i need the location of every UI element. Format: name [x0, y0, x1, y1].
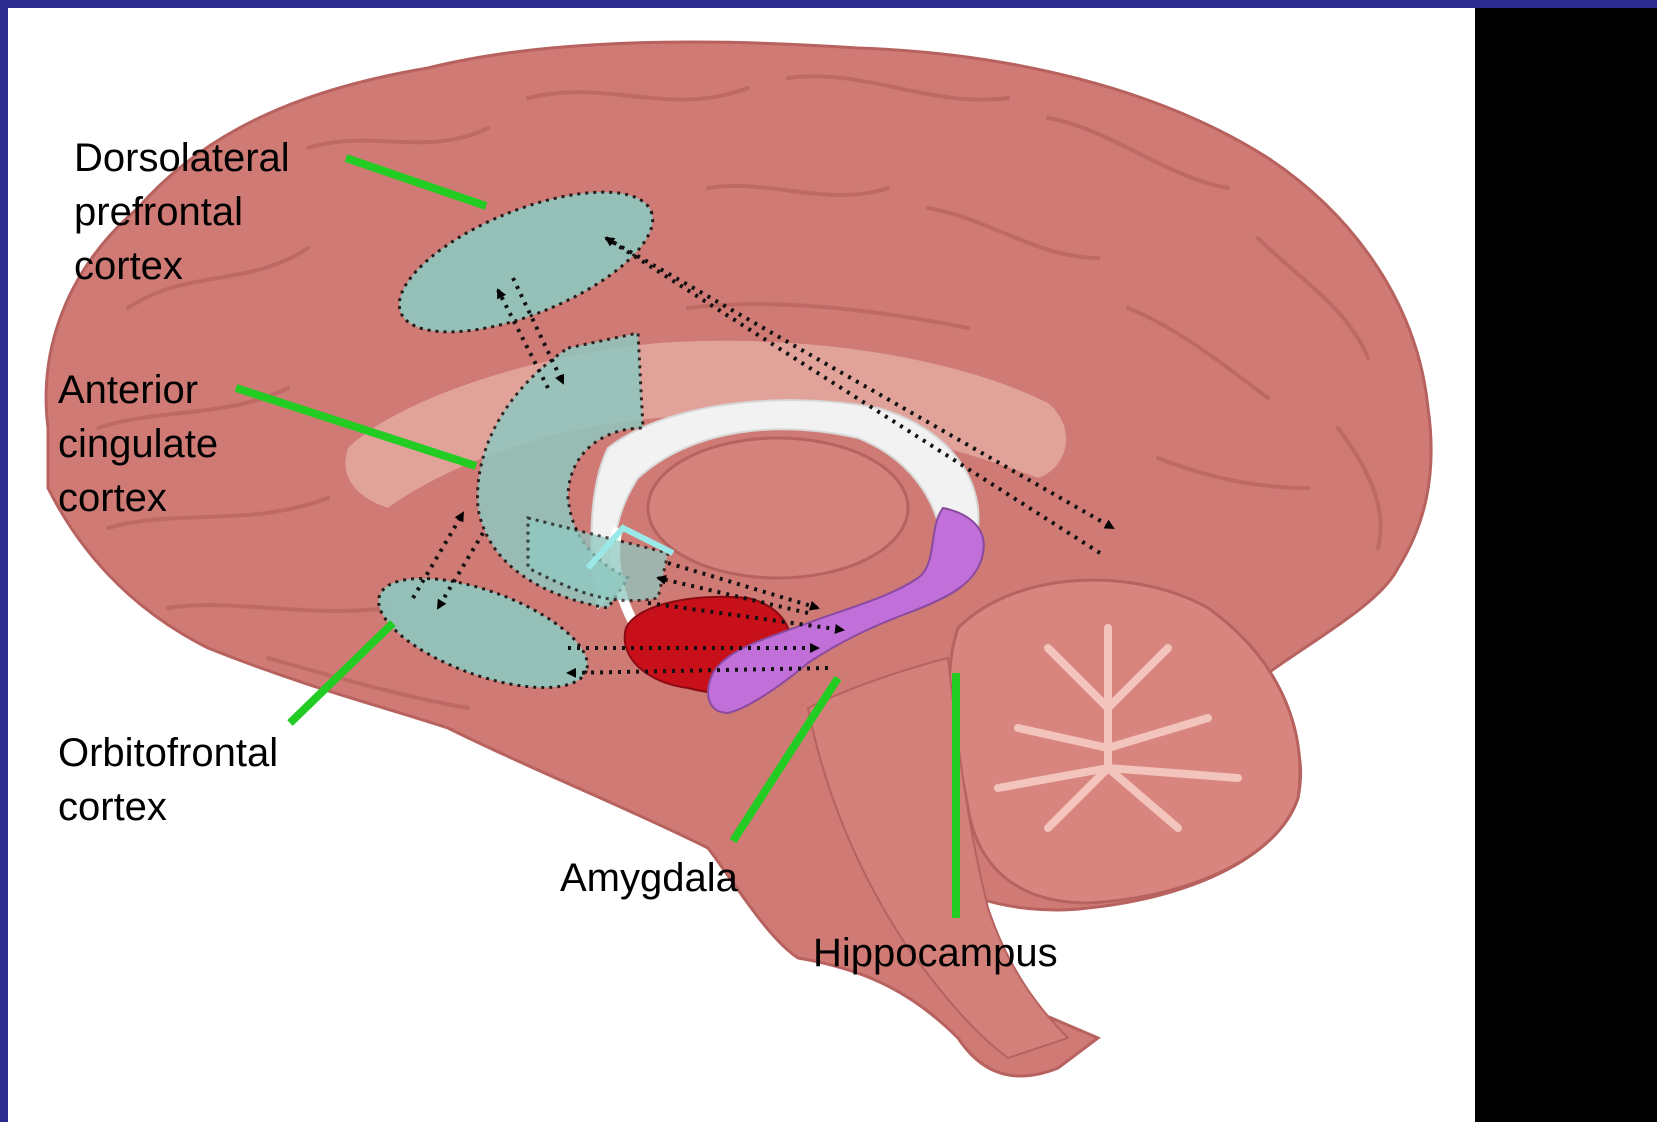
acc-label-line-3: cortex [58, 471, 218, 525]
dlpfc-label-line-3: cortex [74, 239, 290, 293]
ofc-label: Orbitofrontal cortex [58, 726, 278, 834]
acc-label-line-1: Anterior [58, 363, 218, 417]
acc-label: Anterior cingulate cortex [58, 363, 218, 525]
ofc-label-line-2: cortex [58, 780, 278, 834]
dlpfc-label-line-2: prefrontal [74, 185, 290, 239]
thalamus [648, 438, 908, 578]
hippocampus-label-text: Hippocampus [813, 926, 1058, 980]
dlpfc-label: Dorsolateral prefrontal cortex [74, 131, 290, 293]
ofc-label-line-1: Orbitofrontal [58, 726, 278, 780]
acc-label-line-2: cingulate [58, 417, 218, 471]
hippocampus-label: Hippocampus [813, 926, 1058, 980]
amygdala-label: Amygdala [560, 851, 738, 905]
diagram-slide: Dorsolateral prefrontal cortex Anterior … [8, 8, 1475, 1122]
amygdala-label-text: Amygdala [560, 851, 738, 905]
right-black-bar [1475, 8, 1657, 1122]
dlpfc-label-line-1: Dorsolateral [74, 131, 290, 185]
